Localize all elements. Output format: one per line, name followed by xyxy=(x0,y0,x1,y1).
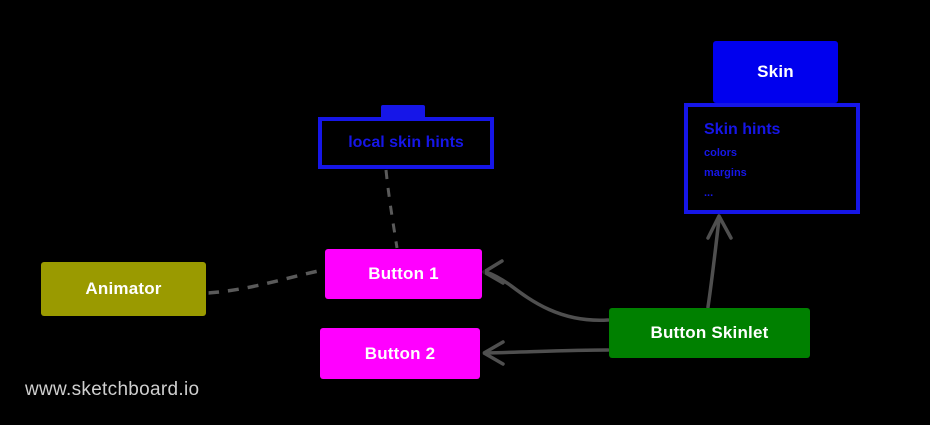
note-local-skin-hints[interactable]: local skin hints xyxy=(318,117,494,169)
note-skin-hints-line-ellipsis: ... xyxy=(704,187,714,199)
edge-skinlet-to-button2 xyxy=(484,348,610,355)
note-skin-hints-line-colors: colors xyxy=(704,147,738,159)
arrowhead-button1 xyxy=(482,259,505,285)
arrowhead-button2 xyxy=(482,340,505,366)
node-button-skinlet[interactable]: Button Skinlet xyxy=(609,308,810,358)
node-button-skinlet-label: Button Skinlet xyxy=(650,323,769,343)
node-button-2-label: Button 2 xyxy=(364,343,436,363)
node-skin-label: Skin xyxy=(757,62,794,82)
edge-animator-to-button1 xyxy=(207,268,324,295)
node-animator[interactable]: Animator xyxy=(41,262,206,316)
node-button-1[interactable]: Button 1 xyxy=(325,249,482,299)
note-local-skin-hints-tab xyxy=(381,105,425,119)
arrowhead-skin-hints xyxy=(706,214,733,240)
edge-skinlet-to-button1 xyxy=(484,270,610,322)
node-animator-label: Animator xyxy=(85,279,162,299)
node-button-2[interactable]: Button 2 xyxy=(320,328,480,379)
note-skin-hints-line-margins: margins xyxy=(704,167,747,179)
node-skin[interactable]: Skin xyxy=(713,41,838,103)
note-skin-hints[interactable]: Skin hints colors margins ... xyxy=(684,103,860,214)
edge-skinlet-to-skin-hints xyxy=(706,217,721,309)
watermark: www.sketchboard.io xyxy=(25,379,200,400)
note-local-skin-hints-title: local skin hints xyxy=(348,134,464,151)
note-skin-hints-title: Skin hints xyxy=(704,121,781,138)
edge-local-skin-hints-to-button1 xyxy=(384,169,399,249)
node-button-1-label: Button 1 xyxy=(368,264,439,284)
